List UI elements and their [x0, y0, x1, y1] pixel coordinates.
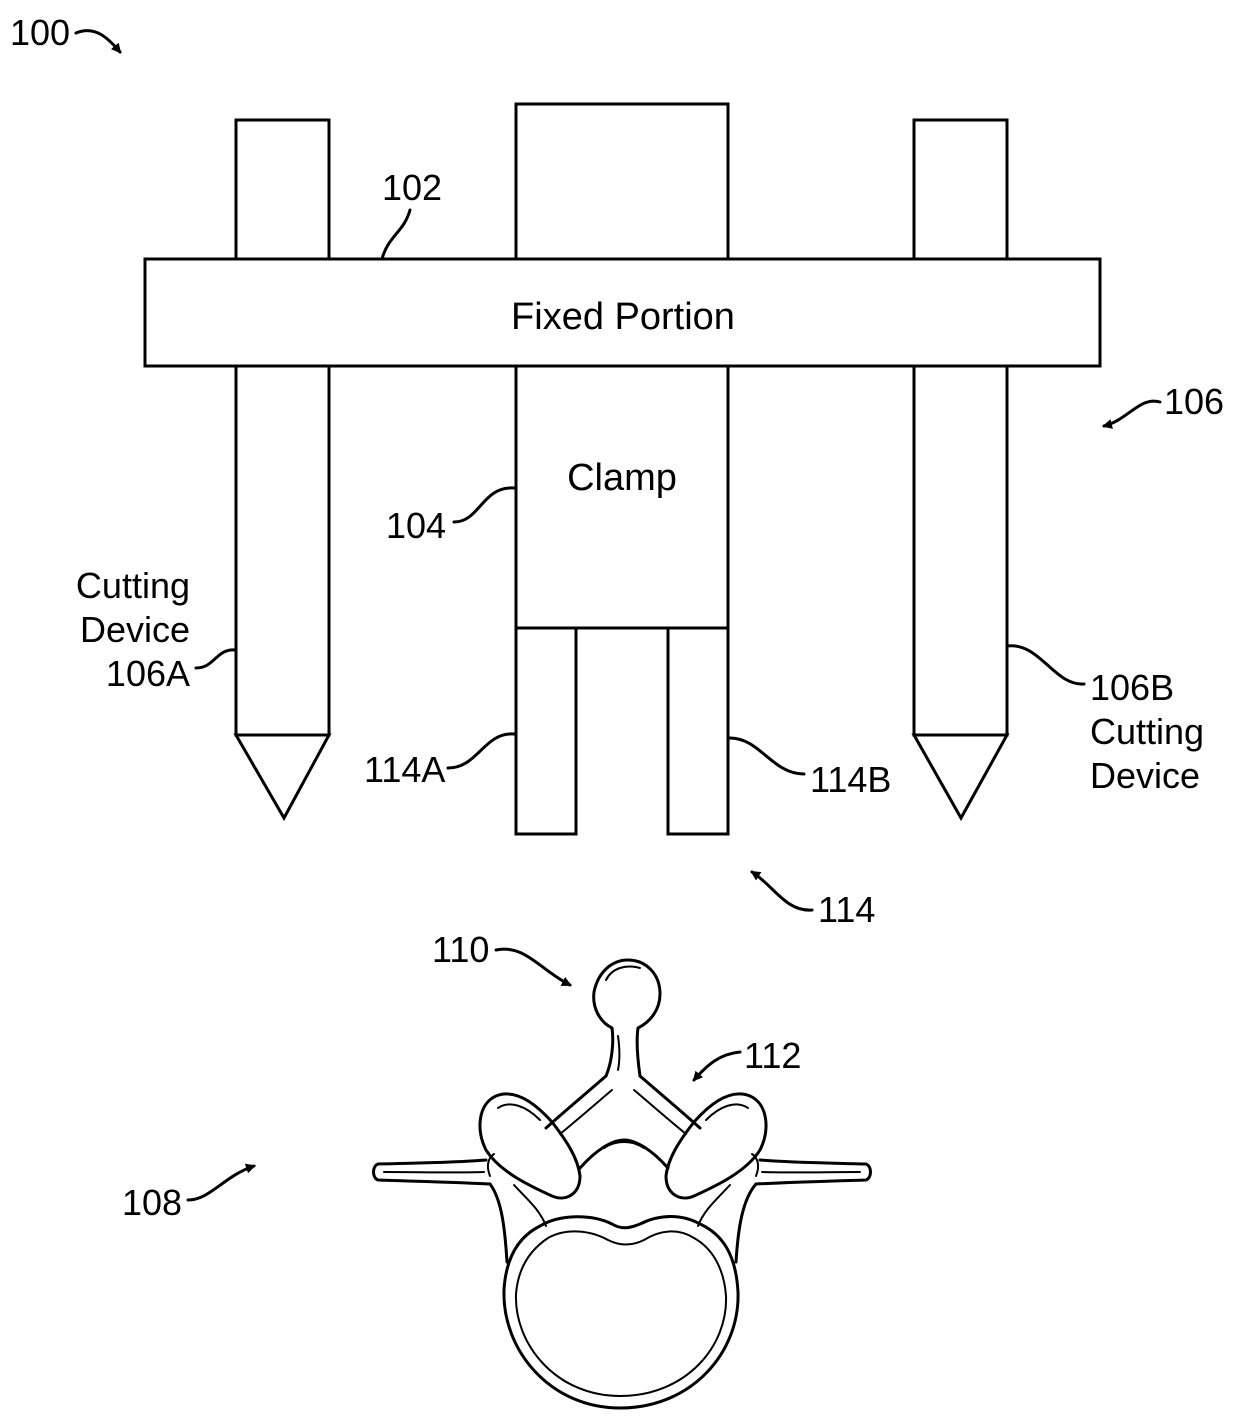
- clamp-top-block: [516, 104, 728, 259]
- ref-114a: 114A: [364, 749, 445, 790]
- ref-114b-leader: [730, 738, 804, 774]
- ref-114-arrow: [752, 872, 812, 910]
- cut-b-leader: [1007, 646, 1084, 684]
- ref-112: 112: [744, 1035, 801, 1076]
- clamp-text: Clamp: [567, 457, 677, 499]
- cut-a-ref: 106A: [106, 653, 190, 694]
- figure-ref-100: 100: [10, 12, 70, 53]
- figure-arrow: [76, 31, 120, 52]
- ref-114a-leader: [448, 734, 514, 768]
- ref-106: 106: [1164, 381, 1224, 422]
- ref-104: 104: [386, 505, 446, 546]
- cutting-device-106a: [236, 120, 329, 818]
- ref-114b: 114B: [810, 759, 891, 800]
- ref-102-leader: [382, 210, 410, 259]
- cut-b-line2: Cutting: [1090, 711, 1204, 752]
- cut-a-line2: Device: [80, 609, 190, 650]
- cut-b-line3: Device: [1090, 755, 1200, 796]
- vertebra-illustration: [374, 960, 871, 1408]
- cutting-device-106b: [914, 120, 1007, 818]
- cut-a-leader: [196, 650, 236, 668]
- ref-112-arrow: [694, 1052, 740, 1080]
- ref-106-arrow: [1104, 401, 1160, 426]
- ref-110-arrow: [496, 949, 570, 985]
- ref-102: 102: [382, 167, 442, 208]
- cut-a-line1: Cutting: [76, 565, 190, 606]
- cut-b-ref: 106B: [1090, 667, 1174, 708]
- ref-108-arrow: [188, 1166, 254, 1200]
- ref-108: 108: [122, 1182, 182, 1223]
- fixed-portion-text: Fixed Portion: [511, 296, 735, 338]
- ref-114: 114: [818, 889, 875, 930]
- jaw-114b: [668, 628, 728, 834]
- ref-110: 110: [432, 929, 489, 970]
- jaw-114a: [516, 628, 576, 834]
- ref-104-leader: [454, 488, 514, 522]
